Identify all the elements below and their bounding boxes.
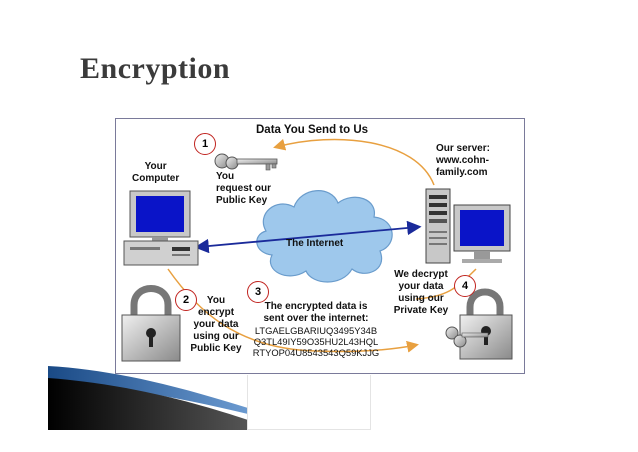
internet-link — [194, 220, 422, 254]
step-3-circle: 3 — [247, 281, 269, 303]
request-arrow — [273, 138, 435, 186]
step-4-text: We decrypt your data using our Private K… — [393, 269, 449, 316]
blank-panel — [247, 375, 371, 430]
step-4-circle: 4 — [454, 275, 476, 297]
your-computer-label: Your Computer — [132, 161, 180, 184]
computer-icon — [123, 190, 199, 266]
step-1-text: You request our Public Key — [216, 171, 272, 206]
server-icon — [425, 188, 511, 264]
diagram-title: Data You Send to Us — [256, 124, 369, 136]
padlock-icon — [445, 288, 513, 360]
padlock-icon — [121, 285, 181, 362]
step-2-text: You encrypt your data using our Public K… — [190, 295, 242, 354]
internet-label: The Internet — [286, 238, 344, 249]
return-arrow — [415, 268, 477, 300]
slide-title: Encryption — [80, 52, 231, 85]
key-icon — [214, 153, 278, 171]
our-server-label: Our server: www.cohn- family.com — [436, 143, 490, 178]
step-2-circle: 2 — [175, 289, 197, 311]
step-1-circle: 1 — [194, 133, 216, 155]
encrypted-data: LTGAELGBARIUQ3495Y34B Q3TL49IY59O35HU2L4… — [252, 325, 380, 358]
encryption-diagram: Data You Send to Us 1 You request our Pu… — [115, 118, 525, 374]
step-3-text: The encrypted data is sent over the inte… — [263, 301, 369, 324]
diagram-graphics — [121, 138, 513, 362]
